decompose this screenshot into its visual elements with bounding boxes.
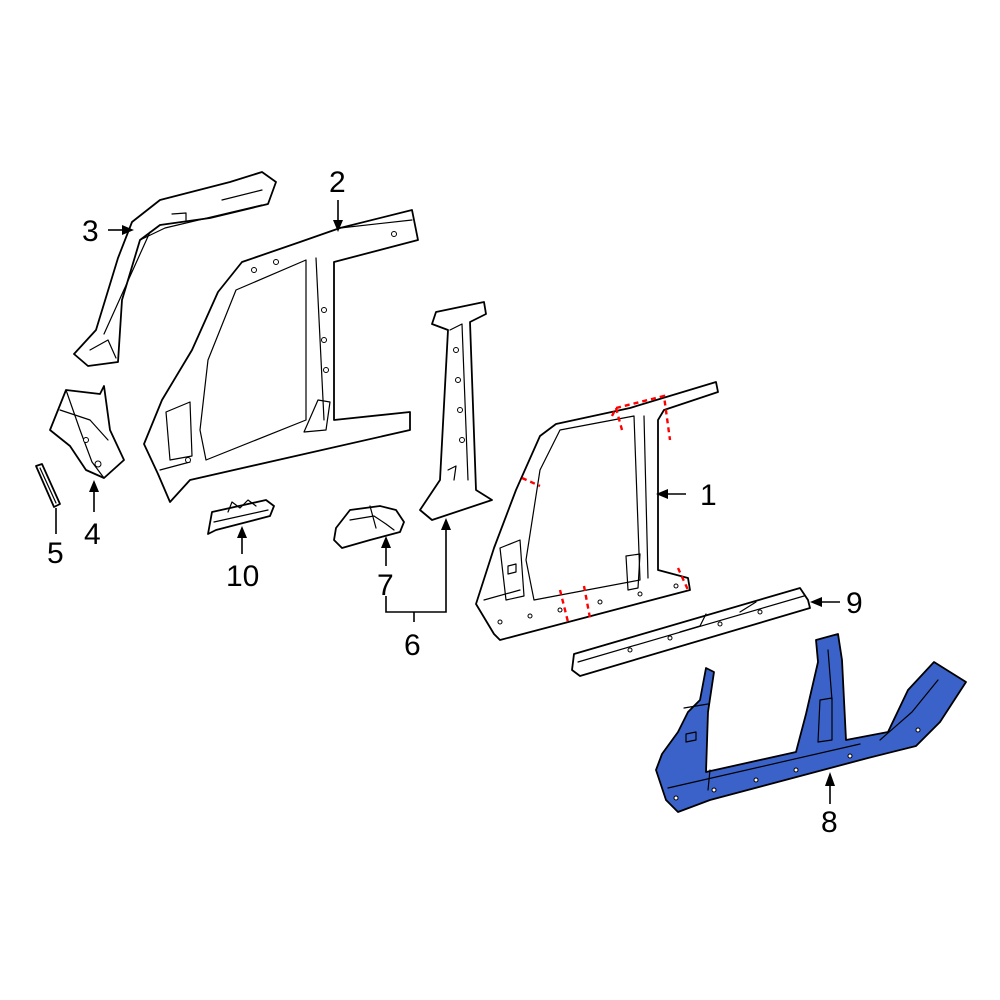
callout-7: 7	[377, 569, 394, 602]
part-2-body-side[interactable]	[143, 209, 419, 503]
cut-lines	[521, 394, 690, 623]
arrow-3	[122, 225, 134, 235]
cut-line-sill-2	[582, 585, 592, 619]
callout-10: 10	[226, 560, 259, 593]
callout-4: 4	[84, 518, 101, 551]
part-10-bracket[interactable]	[207, 499, 275, 535]
cut-line-rear	[676, 567, 690, 591]
cut-line-roof	[610, 394, 672, 441]
arrow-10	[237, 526, 247, 538]
arrow-9	[810, 597, 822, 607]
leader-lines	[55, 200, 840, 804]
arrow-2	[333, 220, 343, 232]
part-6-b-pillar[interactable]	[419, 301, 493, 521]
part-4-reinforcement[interactable]	[49, 385, 125, 479]
callout-9: 9	[846, 587, 863, 620]
callout-5: 5	[47, 537, 64, 570]
callout-2: 2	[329, 166, 346, 199]
part-9-rocker[interactable]	[571, 587, 811, 677]
cut-line-roof-inner	[614, 407, 624, 431]
part-3-roof-rail[interactable]	[73, 171, 277, 367]
callout-1: 1	[700, 479, 717, 512]
cut-line-sill-1	[558, 589, 570, 623]
arrow-4	[89, 480, 99, 492]
arrow-6	[441, 518, 451, 530]
callout-6: 6	[404, 629, 421, 662]
callout-8: 8	[821, 806, 838, 839]
arrow-1	[656, 489, 668, 499]
arrow-8	[825, 772, 835, 786]
part-5-strip[interactable]	[35, 463, 61, 508]
part-1-body-side-outer[interactable]	[475, 381, 719, 641]
callout-labels: 1 2 3 4 5 6 7 8 9 10	[47, 166, 863, 839]
part-8-highlighted-panel[interactable]	[655, 633, 967, 813]
callout-3: 3	[82, 215, 99, 248]
arrow-7	[381, 536, 391, 548]
part-7-bracket[interactable]	[333, 505, 405, 549]
cut-line-front	[521, 476, 541, 488]
